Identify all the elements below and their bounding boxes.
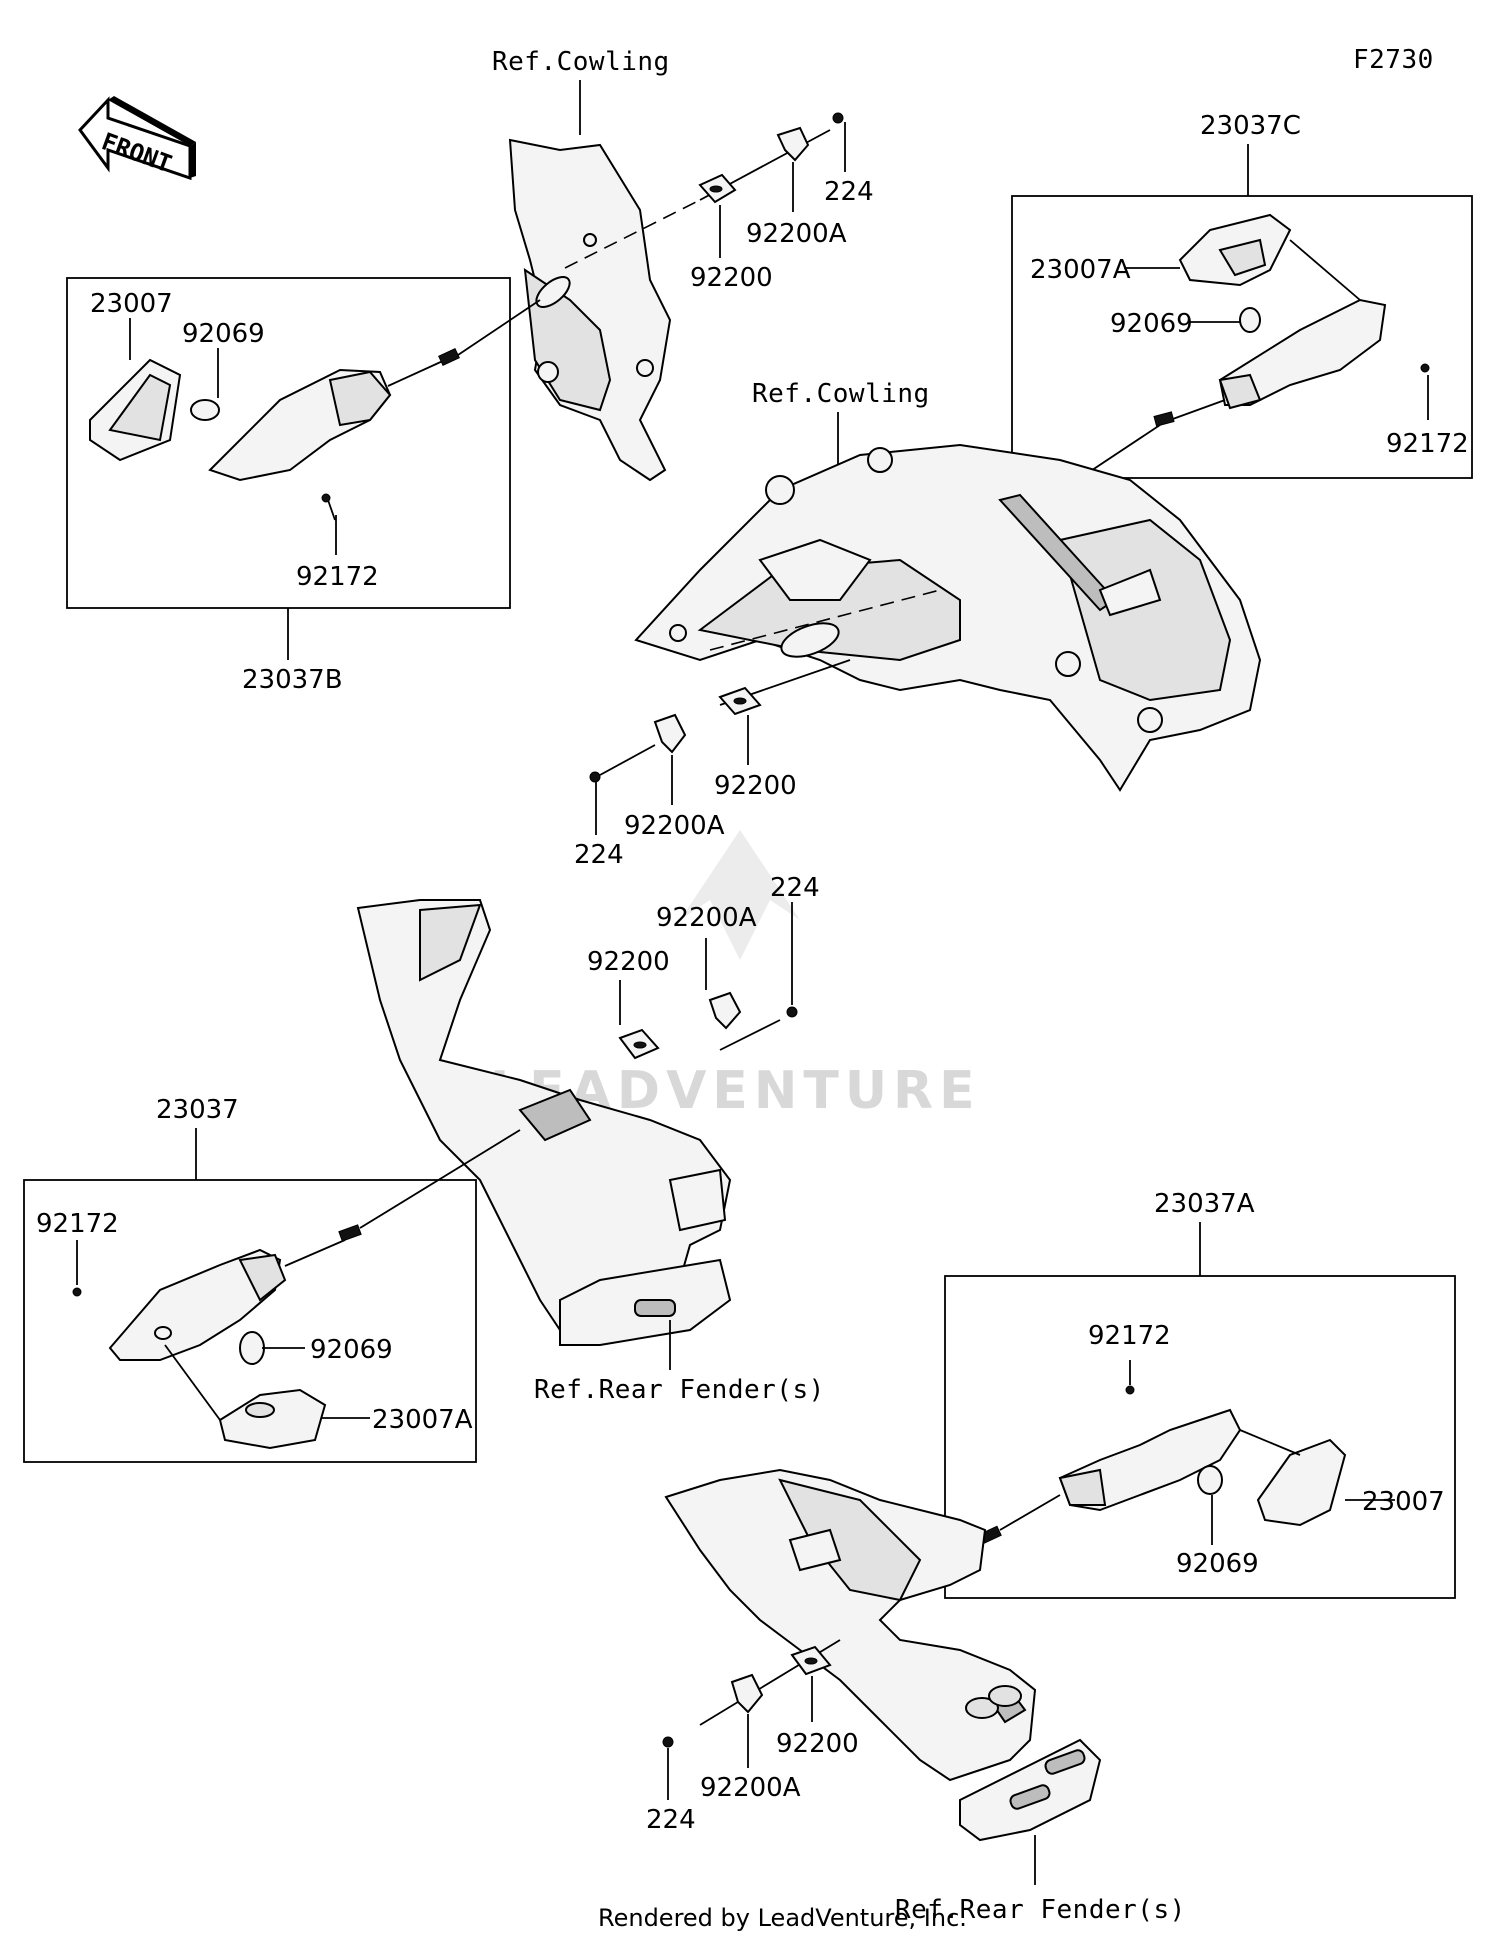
fl-screw-part (327, 499, 336, 521)
mid-bracket-part (653, 713, 687, 754)
rl-screw-part (72, 1287, 82, 1297)
fr-screw-part (1420, 363, 1430, 373)
fr-lens-to-housing-line (1289, 239, 1361, 301)
dash-top-axis (564, 199, 701, 269)
center-rear-bracket-part (356, 899, 732, 1346)
rr-lens-part (1256, 1438, 1347, 1527)
label-ref-rear-fender-left: Ref.Rear Fender(s) (534, 1375, 825, 1405)
center-bracket-part (708, 991, 742, 1030)
box-23037a (944, 1275, 1456, 1599)
rl-bulb-part (239, 1331, 265, 1365)
label-mid-bolt: 224 (574, 840, 624, 870)
box-23037c (1011, 195, 1473, 479)
box-23037 (23, 1179, 477, 1463)
fl-screw-head (321, 493, 331, 503)
label-rl-bulb: 92069 (310, 1335, 393, 1365)
rr-screw-part (1125, 1385, 1135, 1395)
label-mid-bracket: 92200A (624, 811, 725, 841)
label-23037: 23037 (156, 1095, 239, 1125)
fl-lens-part (89, 358, 182, 462)
bottom-rear-bracket-part (664, 1468, 1102, 1842)
bottom-bracket-part (730, 1673, 764, 1714)
label-23037a: 23037A (1154, 1189, 1255, 1219)
bottom-pad-part (790, 1645, 832, 1676)
label-fr-lens: 23007A (1030, 255, 1131, 285)
rr-housing-to-lens-line (1239, 1429, 1301, 1456)
label-mid-pad: 92200 (714, 771, 797, 801)
bottom-bolt-part (662, 1736, 674, 1748)
center-pad-part (618, 1028, 660, 1060)
rl-housing-to-lens-line (164, 1344, 221, 1421)
label-ref-rear-fender-bottom: Ref.Rear Fender(s) (895, 1895, 1186, 1925)
upper-cowling-part (634, 443, 1262, 792)
label-center-bolt: 224 (770, 873, 820, 903)
fl-signal-assembly (208, 348, 460, 482)
rl-to-bracket-line (359, 1129, 521, 1229)
rr-signal-assembly (978, 1408, 1242, 1545)
label-top-bolt: 224 (824, 177, 874, 207)
label-fl-bulb: 92069 (182, 319, 265, 349)
diagram-code: F2730 (1353, 45, 1434, 75)
front-arrow-icon: FRONT (78, 96, 196, 181)
label-23037b: 23037B (242, 665, 343, 695)
label-top-pad: 92200 (690, 263, 773, 293)
rl-signal-assembly (108, 1224, 362, 1361)
label-bottom-pad: 92200 (776, 1729, 859, 1759)
fr-lens-part (1178, 213, 1292, 287)
label-fr-bulb: 92069 (1110, 309, 1193, 339)
rl-lens-part (218, 1388, 327, 1450)
label-23037c: 23037C (1200, 111, 1301, 141)
label-center-pad: 92200 (587, 947, 670, 977)
mid-pad-part (718, 686, 762, 716)
rr-bulb-part (1197, 1465, 1223, 1495)
label-fl-screw: 92172 (296, 562, 379, 592)
center-bolt-part (786, 1006, 798, 1018)
label-rr-screw: 92172 (1088, 1321, 1171, 1351)
fl-to-cowling-line (457, 299, 541, 356)
dash-mid-axis (709, 589, 941, 651)
label-bottom-bolt: 224 (646, 1805, 696, 1835)
fr-signal-assembly (1153, 298, 1387, 427)
top-pad-part (698, 173, 737, 204)
label-ref-cowling-mid: Ref.Cowling (752, 379, 930, 409)
front-cowling-bracket (508, 138, 672, 482)
label-bottom-bracket: 92200A (700, 1773, 801, 1803)
watermark: LEADVENTURE (490, 830, 975, 1121)
top-bolt-part (832, 112, 844, 124)
footer-credit: Rendered by LeadVenture, Inc. (598, 1904, 967, 1932)
line-mid-to-bolt (599, 744, 656, 776)
label-ref-cowling-top: Ref.Cowling (492, 47, 670, 77)
label-rl-lens: 23007A (372, 1405, 473, 1435)
fr-bulb-part (1239, 307, 1261, 333)
label-fl-lens: 23007 (90, 289, 173, 319)
label-rr-bulb: 92069 (1176, 1549, 1259, 1579)
label-center-bracket: 92200A (656, 903, 757, 933)
label-rl-screw: 92172 (36, 1209, 119, 1239)
top-bracket-part (776, 126, 810, 162)
fl-bulb-part (190, 399, 220, 421)
label-fr-screw: 92172 (1386, 429, 1469, 459)
line-center-axis (719, 1019, 781, 1051)
mid-bolt-part (589, 771, 601, 783)
label-rr-lens: 23007 (1362, 1487, 1445, 1517)
label-top-bracket: 92200A (746, 219, 847, 249)
